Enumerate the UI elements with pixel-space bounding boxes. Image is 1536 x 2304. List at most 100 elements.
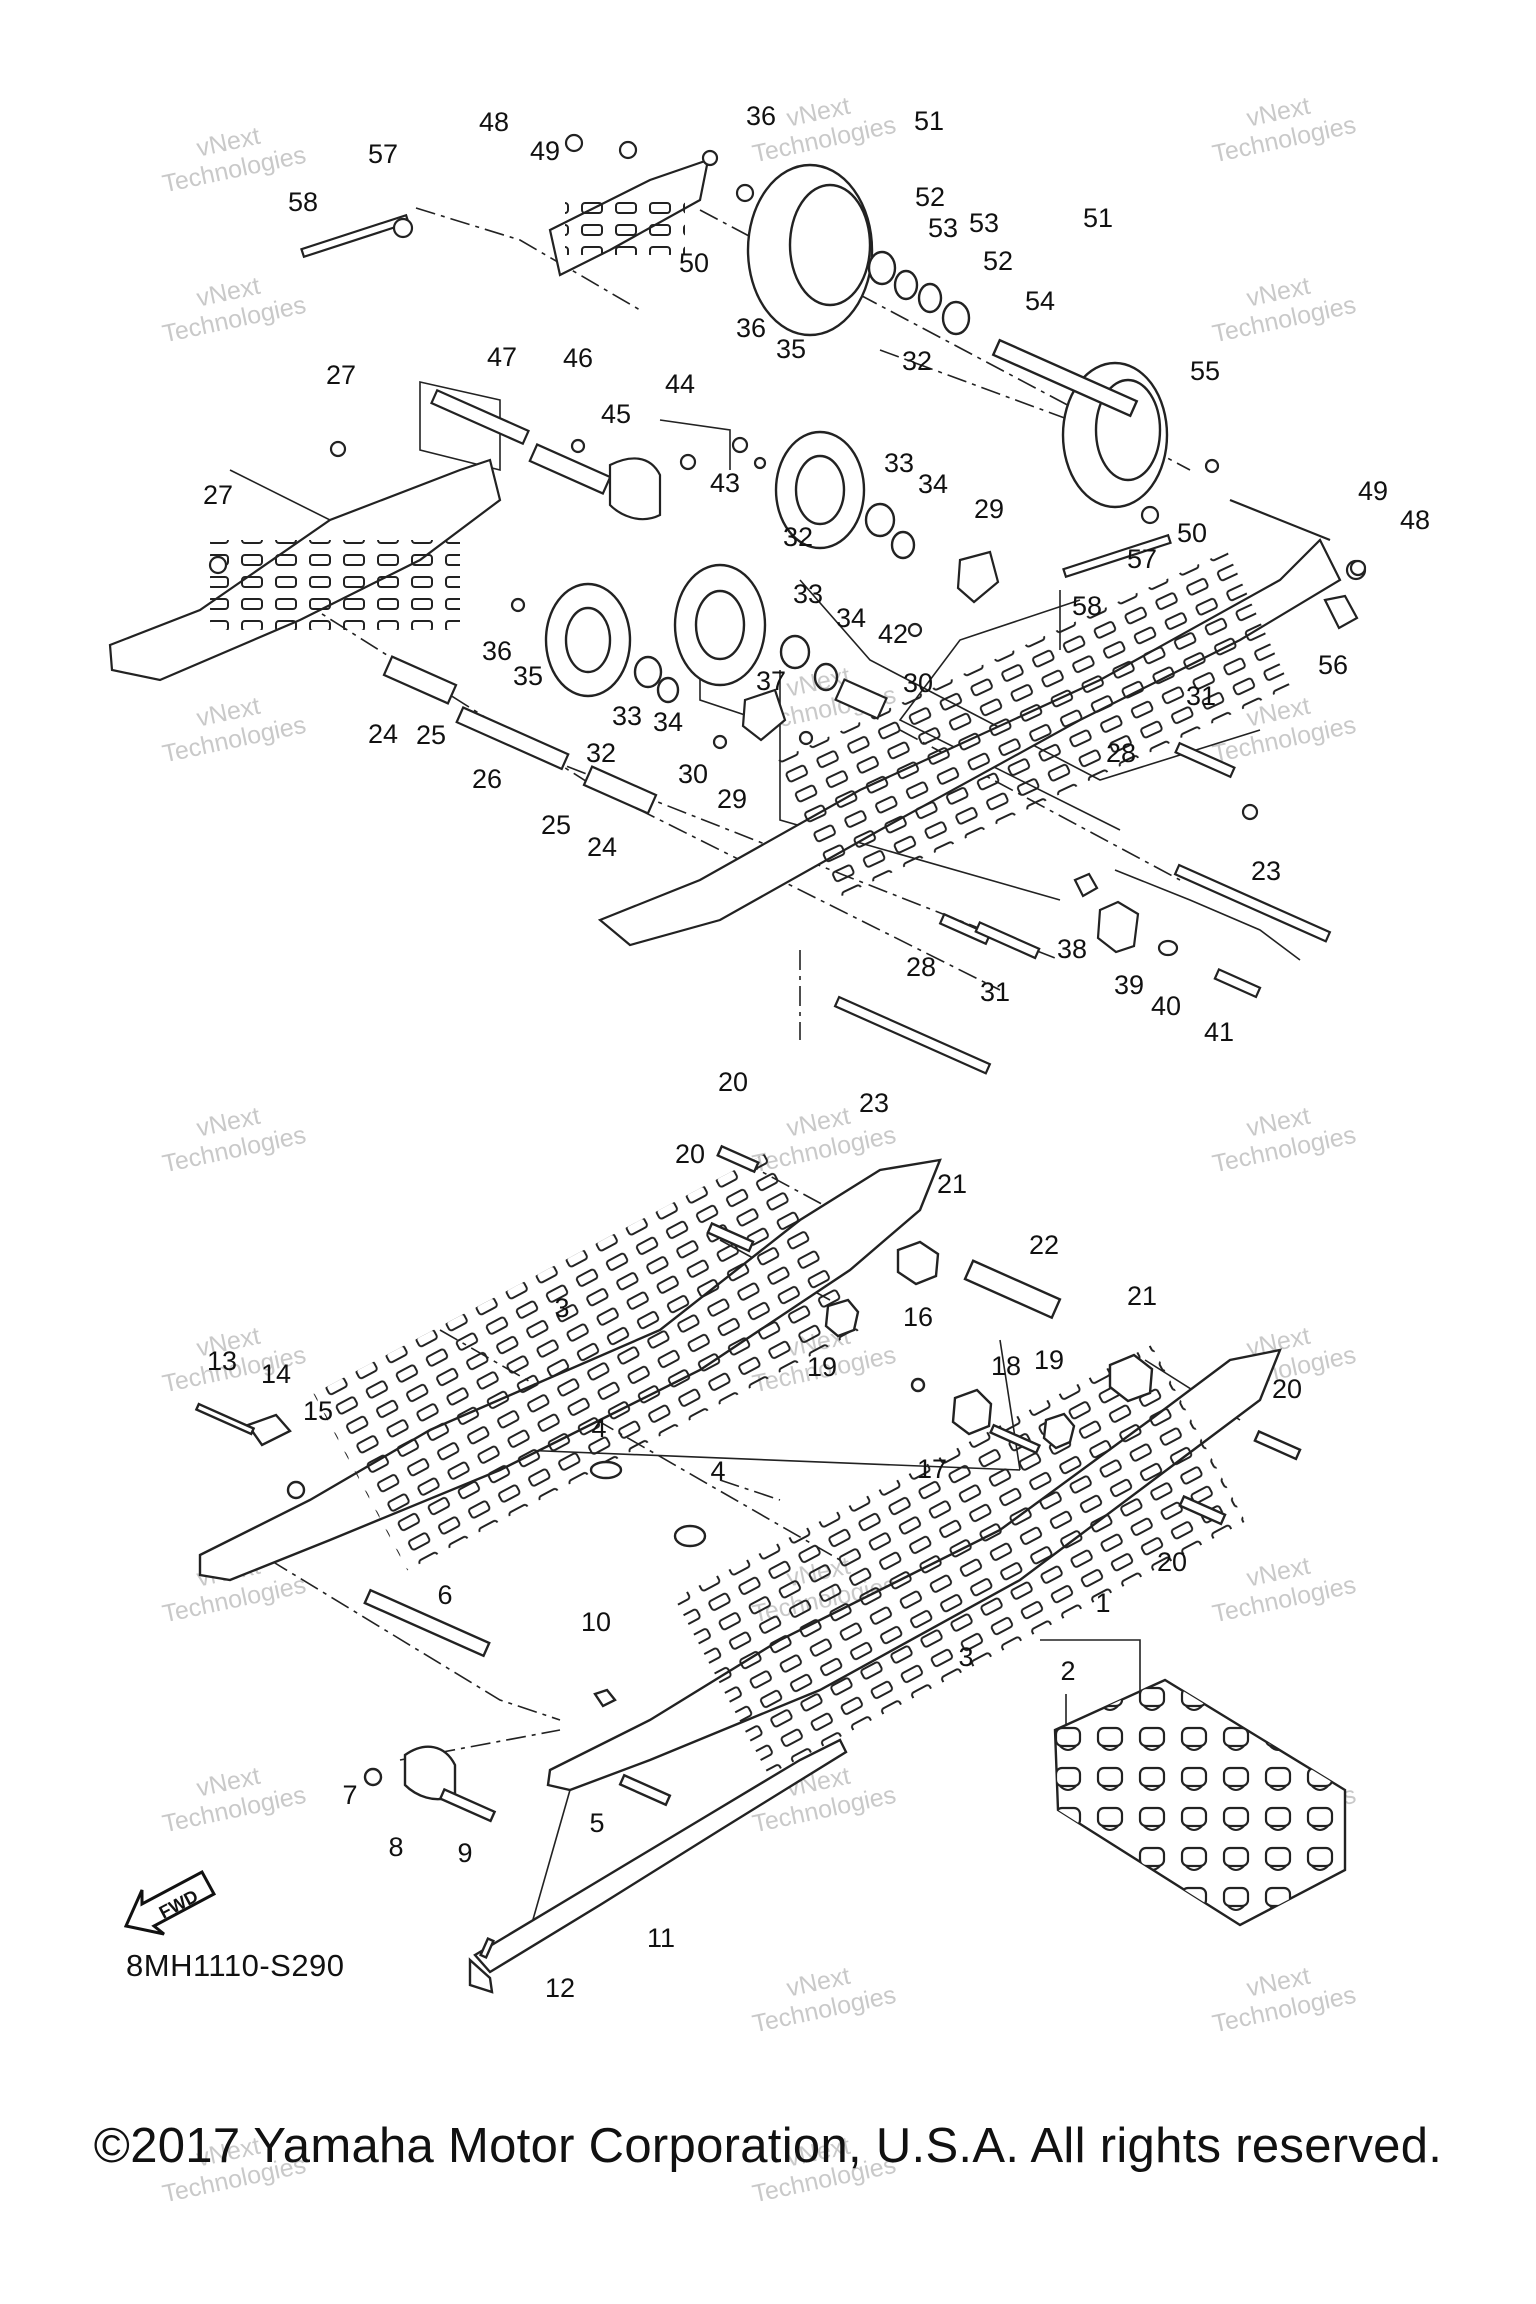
callout-40: 40 — [1151, 991, 1181, 1021]
callout-52: 52 — [915, 182, 945, 212]
callout-31: 31 — [980, 977, 1010, 1007]
callout-52: 52 — [983, 246, 1013, 276]
callout-41: 41 — [1204, 1017, 1234, 1047]
callout-51: 51 — [914, 106, 944, 136]
callout-22: 22 — [1029, 1230, 1059, 1260]
callout-33: 33 — [884, 448, 914, 478]
lower-slide-rails — [194, 1144, 1302, 1994]
callout-29: 29 — [717, 784, 747, 814]
callout-20: 20 — [1272, 1374, 1302, 1404]
upper-shafts-bolts — [208, 133, 1367, 1075]
callout-53: 53 — [928, 213, 958, 243]
callout-1: 1 — [1095, 1588, 1110, 1618]
callout-19: 19 — [807, 1352, 837, 1382]
callout-4: 4 — [710, 1456, 725, 1486]
callout-21: 21 — [1127, 1281, 1157, 1311]
callout-16: 16 — [903, 1302, 933, 1332]
callout-36: 36 — [482, 636, 512, 666]
callout-35: 35 — [513, 661, 543, 691]
callout-2: 2 — [1060, 1656, 1075, 1686]
callout-56: 56 — [1318, 650, 1348, 680]
callout-14: 14 — [261, 1359, 291, 1389]
callout-19: 19 — [1034, 1345, 1064, 1375]
callout-50: 50 — [679, 248, 709, 278]
callout-36: 36 — [746, 101, 776, 131]
callout-4: 4 — [591, 1413, 606, 1443]
rear-suspension-upper-frame — [108, 158, 1342, 947]
callout-30: 30 — [678, 759, 708, 789]
callout-45: 45 — [601, 399, 631, 429]
callout-36: 36 — [736, 313, 766, 343]
callout-57: 57 — [1127, 544, 1157, 574]
callout-49: 49 — [1358, 476, 1388, 506]
callout-32: 32 — [902, 346, 932, 376]
callout-28: 28 — [906, 952, 936, 982]
callout-10: 10 — [581, 1607, 611, 1637]
callout-34: 34 — [653, 707, 683, 737]
callout-25: 25 — [416, 720, 446, 750]
callout-3: 3 — [554, 1293, 569, 1323]
callout-24: 24 — [587, 832, 617, 862]
callout-48: 48 — [1400, 505, 1430, 535]
callout-35: 35 — [776, 334, 806, 364]
callout-54: 54 — [1025, 286, 1055, 316]
callout-25: 25 — [541, 810, 571, 840]
callout-3: 3 — [958, 1642, 973, 1672]
callout-58: 58 — [1072, 591, 1102, 621]
callout-29: 29 — [974, 494, 1004, 524]
callout-48: 48 — [479, 107, 509, 137]
callout-39: 39 — [1114, 970, 1144, 1000]
callout-33: 33 — [793, 579, 823, 609]
track-belt — [1053, 1678, 1347, 1927]
callout-8: 8 — [388, 1832, 403, 1862]
upper-idler-wheels — [544, 163, 1169, 704]
callout-47: 47 — [487, 342, 517, 372]
callout-13: 13 — [207, 1346, 237, 1376]
callout-27: 27 — [326, 360, 356, 390]
callout-50: 50 — [1177, 518, 1207, 548]
callout-23: 23 — [1251, 856, 1281, 886]
callout-30: 30 — [903, 668, 933, 698]
callout-37: 37 — [756, 666, 786, 696]
callout-12: 12 — [545, 1973, 575, 2003]
callout-33: 33 — [612, 701, 642, 731]
callout-58: 58 — [288, 187, 318, 217]
callout-51: 51 — [1083, 203, 1113, 233]
callout-7: 7 — [342, 1780, 357, 1810]
callout-38: 38 — [1057, 934, 1087, 964]
callout-23: 23 — [859, 1088, 889, 1118]
callout-27: 27 — [203, 480, 233, 510]
callout-15: 15 — [303, 1396, 333, 1426]
callout-6: 6 — [437, 1580, 452, 1610]
callout-44: 44 — [665, 369, 695, 399]
callout-11: 11 — [647, 1923, 675, 1953]
callout-49: 49 — [530, 136, 560, 166]
callout-24: 24 — [368, 719, 398, 749]
diagram-code: 8MH1110-S290 — [126, 1948, 345, 1983]
callout-55: 55 — [1190, 356, 1220, 386]
callout-26: 26 — [472, 764, 502, 794]
callout-34: 34 — [836, 603, 866, 633]
callout-21: 21 — [937, 1169, 967, 1199]
callout-32: 32 — [783, 522, 813, 552]
callout-20: 20 — [718, 1067, 748, 1097]
callout-32: 32 — [586, 738, 616, 768]
callout-18: 18 — [991, 1351, 1021, 1381]
fwd-arrow-icon: FWD — [123, 1869, 217, 1936]
callout-57: 57 — [368, 139, 398, 169]
callout-20: 20 — [1157, 1547, 1187, 1577]
